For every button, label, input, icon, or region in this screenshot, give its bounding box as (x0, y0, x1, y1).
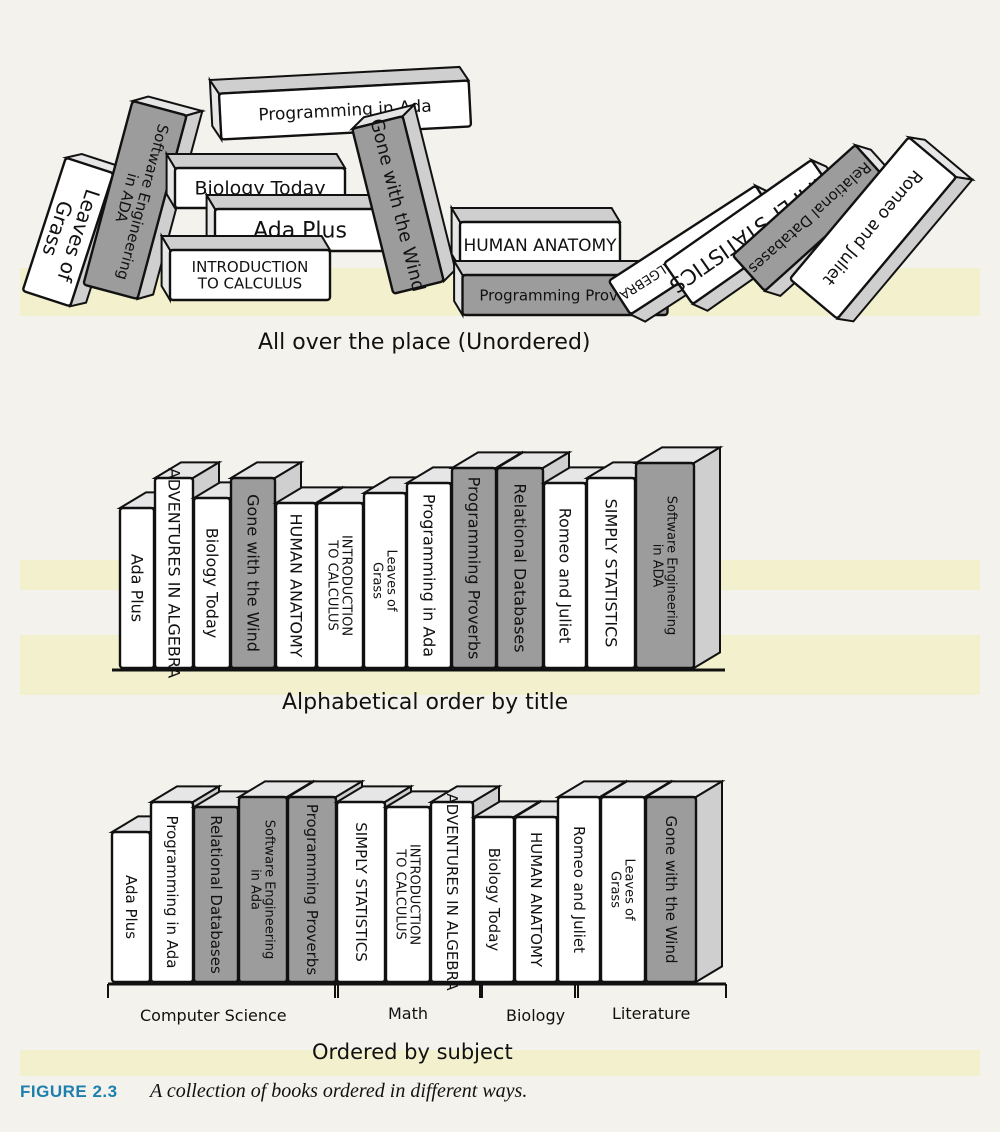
subject-label-math: Math (388, 1004, 429, 1023)
book-title: Romeo and Juliet (555, 508, 574, 644)
book-title: Relational Databases (207, 815, 225, 974)
subject-label-literature: Literature (612, 1004, 691, 1023)
book-title: Gone with the Wind (243, 494, 262, 652)
book-title: INTRODUCTIONTO CALCULUS (324, 535, 353, 636)
book-spine (168, 248, 332, 302)
book-title: Biology Today (485, 848, 503, 952)
book-spine (644, 795, 698, 984)
book-side (164, 153, 347, 169)
book-title: Software Engineeringin Ada (247, 820, 276, 959)
book-spine (634, 461, 696, 670)
book-title: Programming Proverbs (303, 804, 321, 975)
heading-alphabetical-text: Alphabetical order by title (282, 690, 569, 715)
subject-label-computer-science: Computer Science (140, 1006, 287, 1025)
book-title: Programming in Ada (419, 494, 438, 657)
book-gone-with-the-wind: Gone with the Wind (348, 102, 457, 295)
book-side (204, 194, 387, 210)
book-title: Leaves ofGrass (607, 858, 636, 921)
book-title: Leaves ofGrass (369, 549, 398, 612)
book-title: Ada Plus (122, 875, 140, 939)
book-title: Biology Today (202, 528, 221, 638)
subject-label-biology: Biology (506, 1006, 566, 1025)
book-title: HUMAN ANATOMY (286, 513, 305, 657)
book-title: Programming in Ada (163, 815, 181, 968)
heading-subject-text: Ordered by subject (312, 1040, 513, 1064)
book-title: ADVENTURES IN ALGEBRA (164, 468, 183, 679)
book-title: Software Engineeringin ADA (649, 496, 678, 635)
book-title: Programming Proverbs (479, 286, 650, 304)
book-spine (22, 157, 114, 307)
book-title: Relational Databases (510, 483, 529, 652)
book-title: HUMAN ANATOMY (527, 832, 545, 968)
figure-label: FIGURE 2.3 (20, 1082, 118, 1101)
book-human-anatomy: HUMAN ANATOMY (449, 204, 622, 272)
subject-bracket-math (337, 984, 481, 998)
book-spine (789, 137, 957, 319)
book-leaves-of-grass: Leaves ofGrass (22, 153, 134, 308)
book-title: SIMPLY STATISTICS (352, 822, 370, 962)
book-side (695, 779, 723, 984)
subject-bracket-biology (481, 984, 576, 998)
book-title: ADVENTURES IN ALGEBRA (443, 793, 461, 991)
heading-unordered: All over the place (Unordered) (258, 330, 591, 355)
book-spine (351, 115, 445, 295)
book-title: HUMAN ANATOMY (463, 236, 617, 256)
book-title: INTRODUCTIONTO CALCULUS (392, 844, 421, 945)
book-title: SIMPLY STATISTICS (601, 499, 620, 648)
heading-alphabetical: Alphabetical order by title (282, 690, 568, 715)
subject-bracket-literature (577, 984, 727, 998)
book-title: Gone with the Wind (662, 816, 680, 964)
book-title: Ada Plus (127, 554, 146, 622)
book-title: Romeo and Juliet (570, 826, 588, 953)
book-side (449, 207, 622, 223)
book-side (693, 445, 721, 670)
figure-caption: A collection of books ordered in differe… (150, 1080, 528, 1102)
highlight-band (20, 1050, 980, 1076)
book-spine (82, 100, 188, 300)
book-title: Programming Proverbs (464, 477, 483, 660)
heading-subject: Ordered by subject (312, 1040, 513, 1064)
book-side (159, 235, 332, 251)
heading-unordered-text: All over the place (Unordered) (258, 330, 591, 355)
subject-bracket-computer-science (107, 984, 336, 998)
book-gone-with-the-wind: Gone with the Wind (642, 779, 726, 984)
book-software-engineering-in-ada: Software Engineeringin ADA (632, 445, 724, 670)
book-programming-in-ada: Programming in Ada (208, 65, 473, 144)
